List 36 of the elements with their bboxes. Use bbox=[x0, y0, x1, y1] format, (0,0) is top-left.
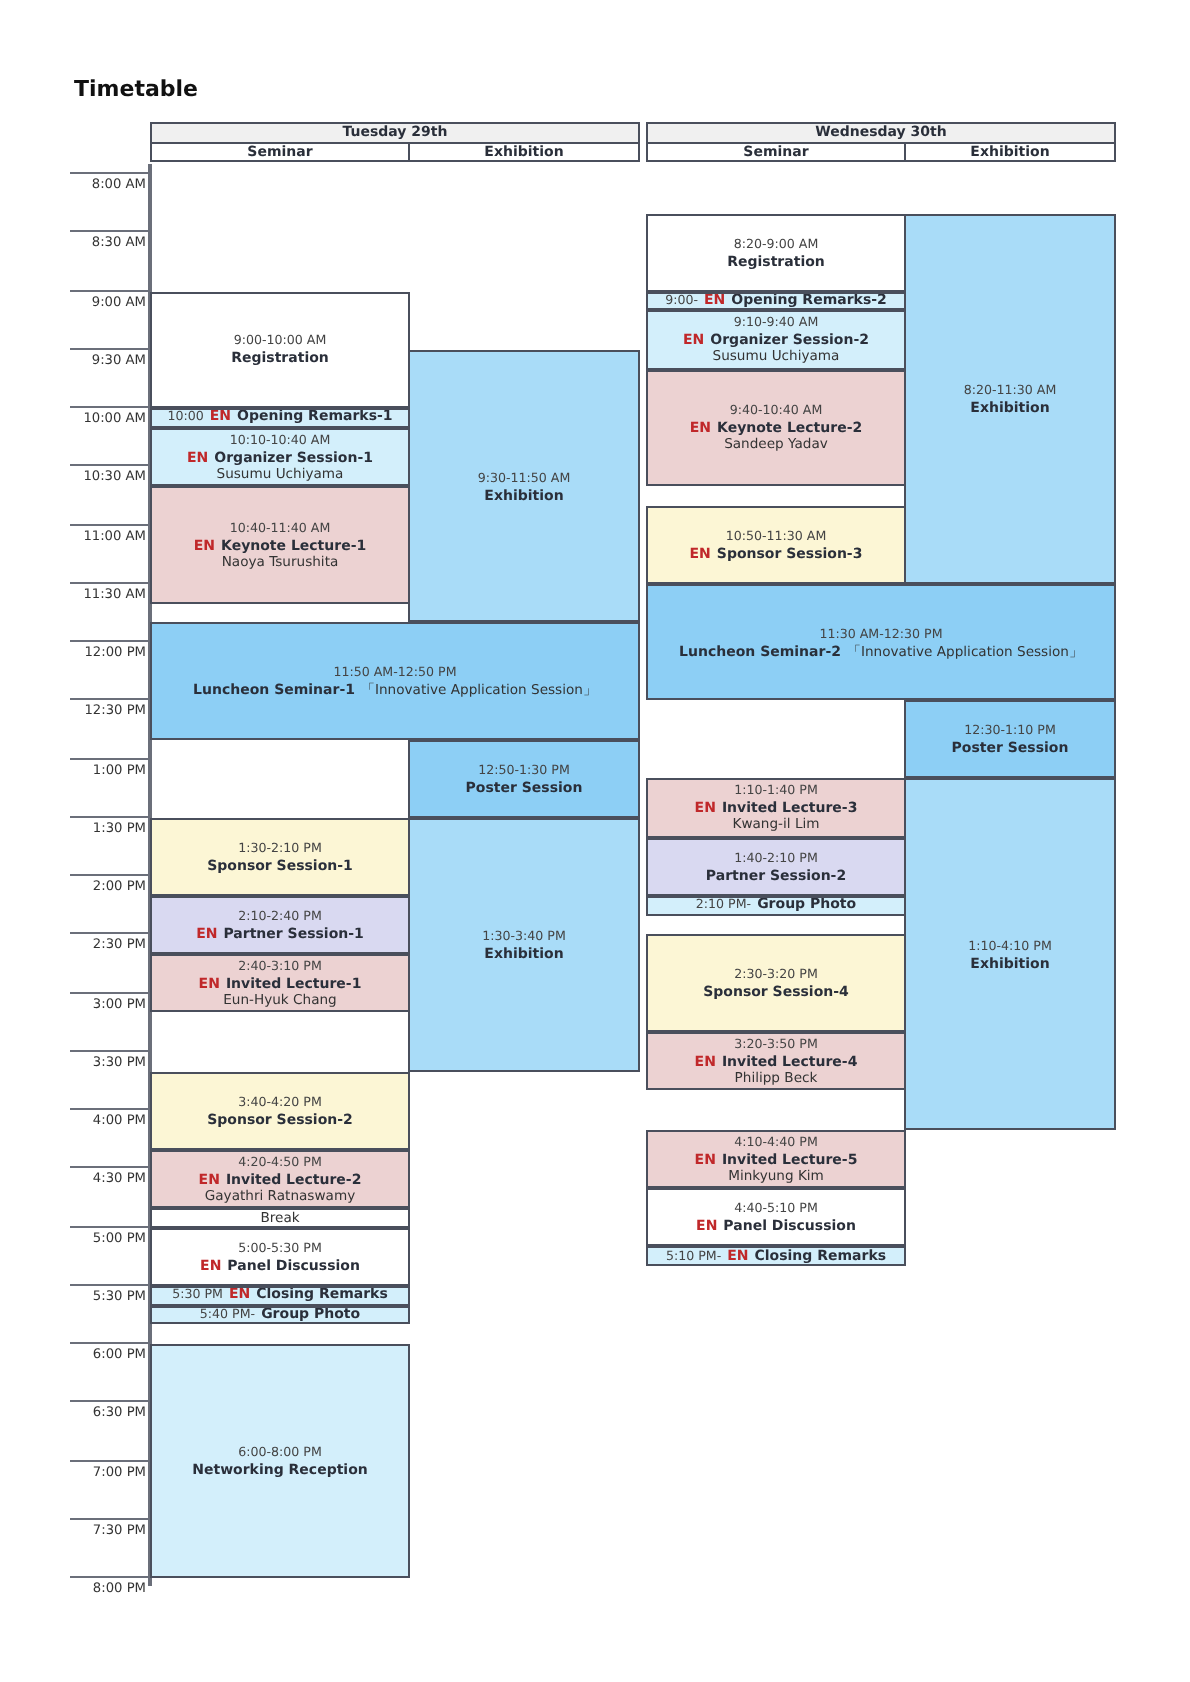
session-block bbox=[904, 213, 1116, 584]
session-block bbox=[646, 369, 906, 486]
session-block bbox=[408, 739, 640, 818]
session-block bbox=[150, 1227, 410, 1286]
session-block bbox=[150, 1149, 410, 1208]
session-block bbox=[646, 1032, 906, 1091]
session-block bbox=[150, 622, 640, 740]
session-block bbox=[646, 291, 906, 311]
session-block bbox=[646, 505, 906, 584]
page-title: Timetable bbox=[74, 76, 198, 102]
session-block bbox=[150, 1285, 410, 1305]
session-block bbox=[150, 408, 410, 428]
session-block bbox=[150, 817, 410, 896]
session-block bbox=[150, 486, 410, 603]
session-block bbox=[646, 837, 906, 896]
session-block bbox=[408, 817, 640, 1071]
session-block bbox=[904, 778, 1116, 1130]
session-block bbox=[150, 291, 410, 408]
session-block bbox=[150, 1305, 410, 1325]
session-block bbox=[904, 700, 1116, 779]
session-block bbox=[646, 895, 906, 915]
session-block bbox=[646, 213, 906, 291]
session-block bbox=[150, 895, 410, 954]
session-block bbox=[646, 1129, 906, 1188]
session-block bbox=[150, 427, 410, 486]
session-block bbox=[646, 934, 906, 1032]
session-block bbox=[150, 1071, 410, 1149]
session-block bbox=[646, 583, 1116, 701]
session-block bbox=[150, 954, 410, 1013]
session-block bbox=[150, 1207, 410, 1227]
session-block bbox=[150, 1344, 410, 1578]
session-block bbox=[408, 349, 640, 623]
session-block bbox=[646, 310, 906, 369]
session-block bbox=[646, 1246, 906, 1266]
session-block bbox=[646, 778, 906, 837]
session-block bbox=[646, 1188, 906, 1247]
